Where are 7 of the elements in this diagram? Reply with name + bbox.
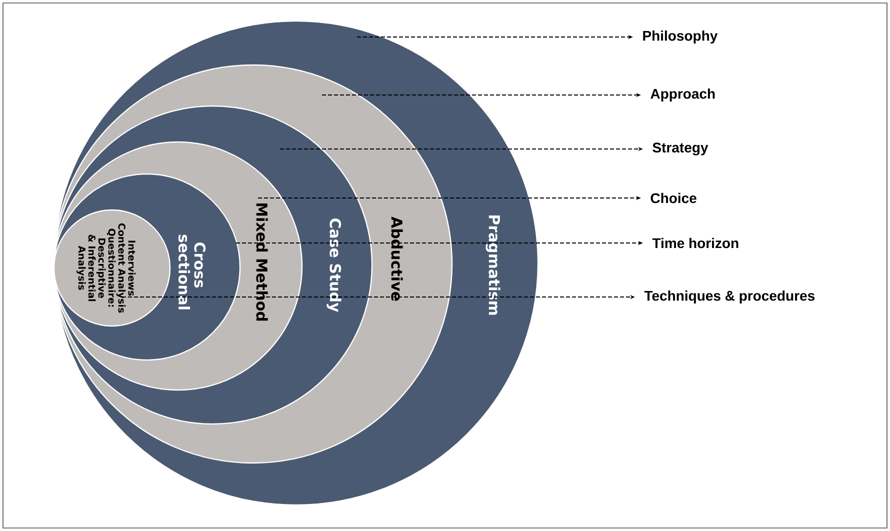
layer-label: Strategy bbox=[652, 142, 708, 156]
layer-label: Time horizon bbox=[652, 238, 738, 248]
layer-label: Techniques & procedures bbox=[644, 290, 815, 304]
layer-label: Approach bbox=[650, 88, 715, 102]
layer-label: Choice bbox=[650, 192, 696, 204]
layer-label: Philosophy bbox=[643, 30, 718, 44]
inner-onion-layer: Interviews Content Analysis Questionnaire: Descriptive & Inferential Analysis bbox=[53, 209, 171, 327]
